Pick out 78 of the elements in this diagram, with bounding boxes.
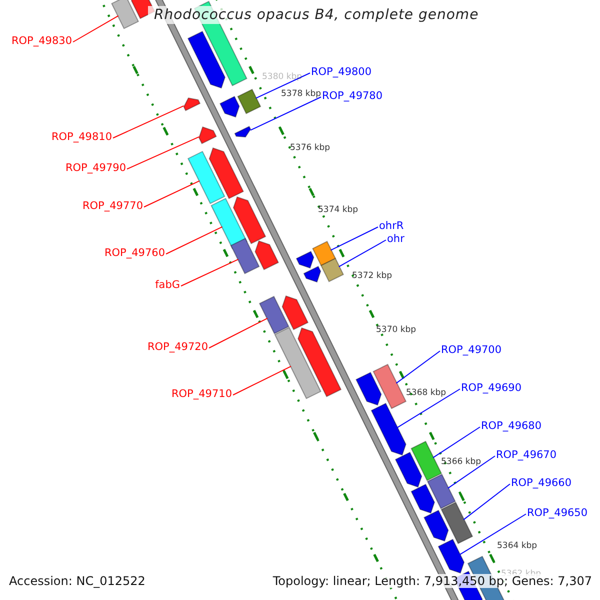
gene-feature [187,30,226,89]
gene-feature [355,372,382,406]
gene-feature [394,452,422,488]
gene-label: ROP_49710 [171,388,232,400]
gene-label: ROP_49830 [11,35,72,47]
leader-line [338,240,386,268]
scale-label: 5376 kbp [290,143,330,153]
gene-block [440,502,474,544]
gene-block [111,0,140,30]
gene-label: ROP_49650 [527,507,588,519]
gene-label: ROP_49780 [322,90,383,102]
leader-line [330,226,378,251]
gene-label: ROP_49800 [311,66,372,78]
leader-line [208,318,268,348]
leader-line [255,72,310,99]
gene-label: ROP_49680 [481,420,542,432]
gene-feature [282,295,309,330]
leader-line [166,226,223,254]
leader-line [250,96,322,131]
gene-feature [130,0,156,20]
gene-feature [219,96,240,118]
leader-line [463,484,510,520]
gene-feature [254,240,280,270]
gene-feature [296,250,314,269]
gene-block [410,440,442,482]
gene-feature [298,327,342,398]
gene-block [274,326,322,400]
gene-feature [234,126,252,138]
gene-label: ROP_49720 [147,341,208,353]
scale-label: 5368 kbp [406,388,446,398]
scale-label: 5380 kbp [262,72,302,82]
gene-label: fabG [155,279,180,291]
gene-label: ROP_49690 [461,382,522,394]
gene-feature [438,538,465,574]
leader-line [144,180,200,208]
gene-label: ROP_49810 [51,131,112,143]
leader-line [126,136,200,170]
scale-label: 5372 kbp [352,271,392,281]
gene-feature [303,266,322,283]
scale-label: 5374 kbp [318,205,358,215]
gene-block [320,258,344,282]
leader-line [180,258,239,286]
gene-label: ROP_49660 [511,477,572,489]
leader-line [232,366,292,396]
leader-line [72,15,119,42]
leader-line [112,105,184,138]
gene-feature [183,97,201,112]
gene-feature [370,402,406,456]
gene-block [258,296,290,334]
gene-block [237,88,262,114]
gene-feature [198,126,217,144]
gene-feature [232,196,266,244]
leader-line [432,426,480,458]
gene-feature [410,484,435,514]
gene-label: ROP_49700 [441,344,502,356]
scale-label: 5366 kbp [441,457,482,467]
leader-line [396,388,460,428]
scale-label: 5378 kbp [281,89,322,99]
gene-block [372,364,407,410]
gene-block [312,240,336,266]
gene-label: ROP_49760 [104,247,165,259]
gene-feature [208,147,244,200]
gene-block [230,238,260,274]
gene-label: ROP_49770 [82,200,143,212]
leader-line [448,456,496,489]
leader-line [396,350,440,384]
gene-block [187,150,226,204]
topology-text: Topology: linear; Length: 7,913,450 bp; Genes: 7,307 [272,574,592,588]
gene-label: ROP_49790 [65,162,126,174]
gene-feature [423,510,449,542]
gene-label: ohrR [379,220,404,232]
gene-label: ohr [387,233,404,245]
scale-label: 5370 kbp [376,325,416,335]
gene-label: ROP_49670 [496,449,557,461]
scale-label: 5364 kbp [497,541,538,551]
leader-line [459,514,526,556]
gene-block [426,474,456,510]
accession-text: Accession: NC_012522 [9,574,146,588]
